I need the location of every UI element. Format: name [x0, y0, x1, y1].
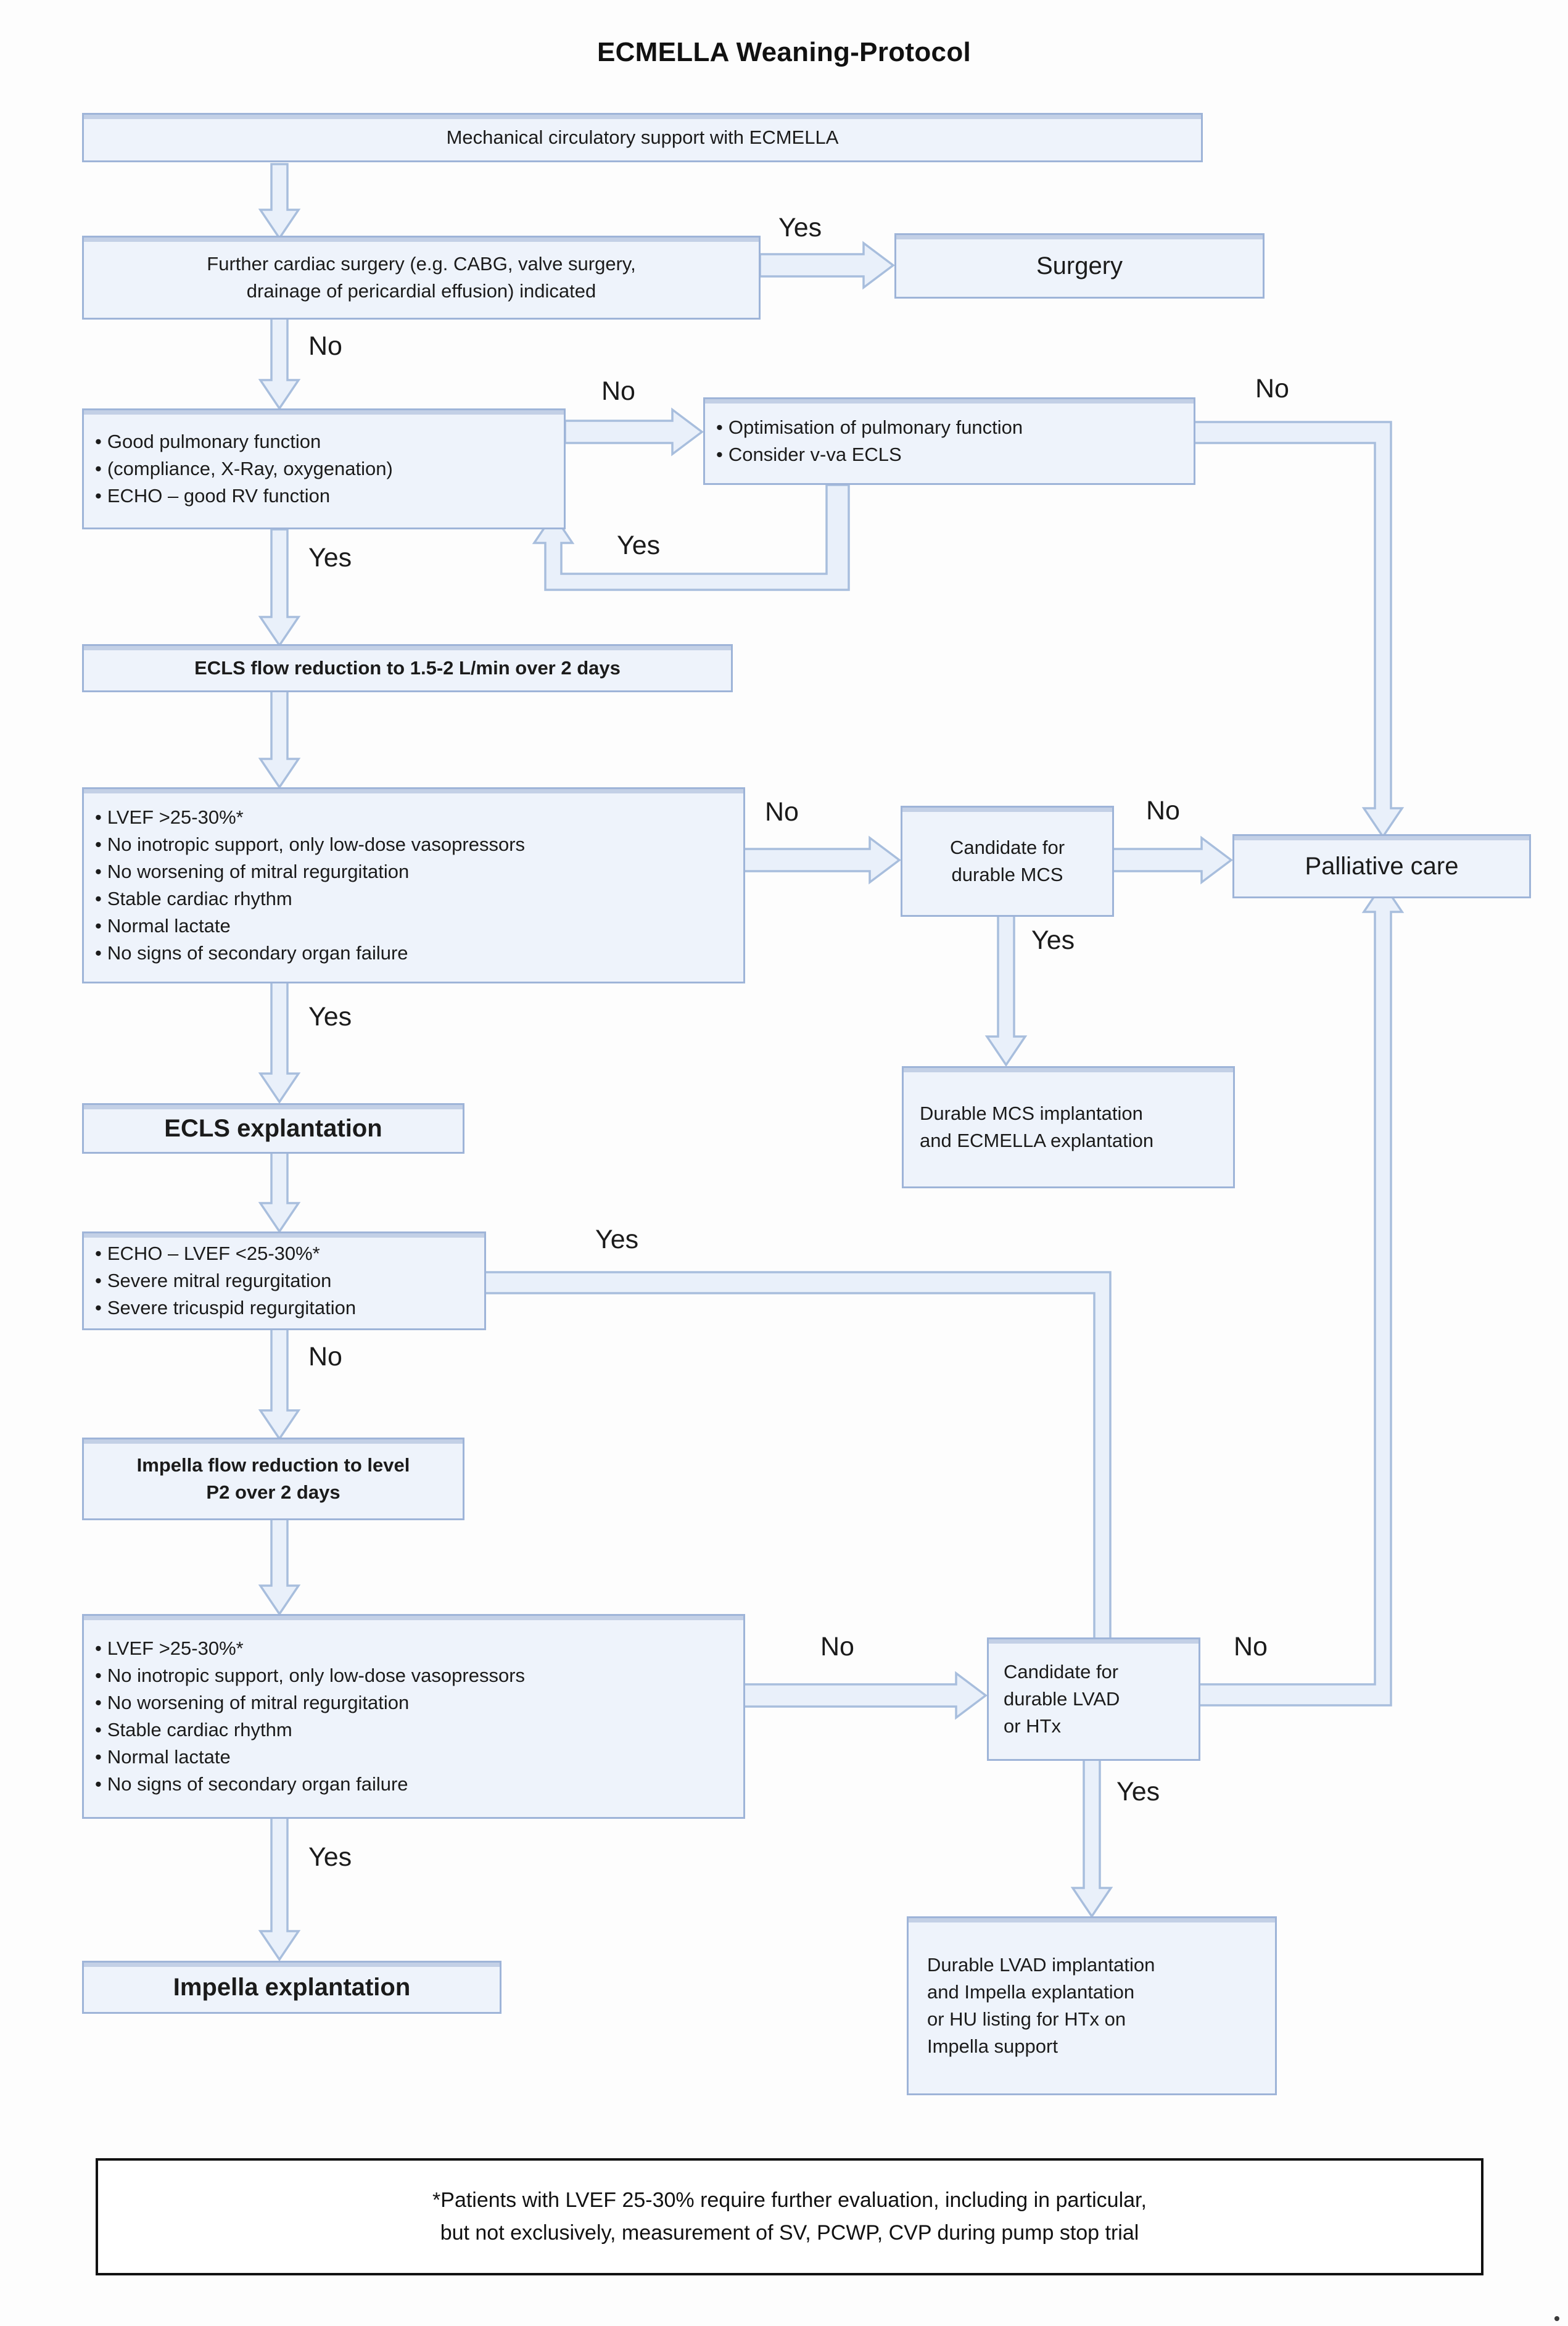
edge-candidatelvad-to-palliative: [1197, 881, 1405, 1707]
node-candidate-mcs[interactable]: Candidate for durable MCS: [901, 806, 1114, 917]
edge-surgerycheck-to-pulmonary: [258, 317, 301, 411]
node-candidate-lvad-line1: Candidate for: [1004, 1660, 1119, 1682]
node-ecls-flow[interactable]: ECLS flow reduction to 1.5-2 L/min over …: [82, 644, 733, 692]
footnote-line1: *Patients with LVEF 25-30% require furth…: [432, 2188, 1147, 2212]
node-impella-explantation-label: Impella explantation: [173, 1973, 411, 2001]
edge-label-surgery-yes: Yes: [778, 213, 822, 242]
node-pulmonary-check-bullet-0: Good pulmonary function: [95, 428, 553, 455]
node-further-surgery[interactable]: Further cardiac surgery (e.g. CABG, valv…: [82, 236, 761, 320]
node-lvef-criteria-1-bullet-4: Normal lactate: [95, 913, 732, 940]
edge-impellaflow-to-lvef2: [258, 1517, 301, 1616]
edge-label-lvef1-yes: Yes: [308, 1002, 352, 1032]
node-palliative-care-label: Palliative care: [1305, 852, 1459, 880]
edge-optimisation-loop-back: [532, 484, 850, 591]
node-durable-mcs-line2: and ECMELLA explantation: [920, 1130, 1154, 1151]
edge-label-mcs-no: No: [1146, 796, 1180, 826]
node-impella-flow-line1: Impella flow reduction to level: [136, 1454, 410, 1476]
node-durable-mcs-implantation[interactable]: Durable MCS implantation and ECMELLA exp…: [902, 1066, 1235, 1188]
node-candidate-lvad-line2: durable LVAD: [1004, 1687, 1120, 1710]
node-palliative-care[interactable]: Palliative care: [1232, 834, 1531, 898]
node-durable-lvad-line4: Impella support: [927, 2035, 1058, 2058]
node-echo-lvef-low-bullet-2: Severe tricuspid regurgitation: [95, 1294, 473, 1322]
node-durable-mcs-line1: Durable MCS implantation: [920, 1102, 1143, 1124]
edge-echolvef-to-impellaflow: [258, 1326, 301, 1441]
edge-eclsflow-to-lvef1: [258, 677, 301, 790]
edge-label-echo-yes: Yes: [595, 1225, 639, 1254]
node-echo-lvef-low[interactable]: ECHO – LVEF <25-30%* Severe mitral regur…: [82, 1231, 486, 1330]
edge-candidatemcs-to-palliative: [1112, 835, 1233, 885]
node-ecls-explantation[interactable]: ECLS explantation: [82, 1103, 464, 1154]
edge-pulmonary-to-optimisation: [564, 407, 704, 457]
edge-lvef1-to-candidatemcs: [743, 835, 901, 885]
node-pulmonary-check-bullet-2: ECHO – good RV function: [95, 482, 553, 510]
node-durable-lvad-line3: or HU listing for HTx on: [927, 2008, 1126, 2030]
edge-candidatemcs-to-durablemcs: [984, 914, 1028, 1067]
node-ecls-explantation-label: ECLS explantation: [164, 1114, 382, 1142]
node-candidate-lvad[interactable]: Candidate for durable LVAD or HTx: [987, 1637, 1200, 1761]
node-lvef-criteria-2-bullet-1: No inotropic support, only low-dose vaso…: [95, 1662, 732, 1689]
edge-lvef2-to-candidatelvad: [743, 1671, 988, 1720]
node-impella-flow-line2: P2 over 2 days: [206, 1481, 340, 1503]
edge-lvef2-to-impellaexplantation: [258, 1815, 301, 1962]
node-pulmonary-check[interactable]: Good pulmonary function (compliance, X-R…: [82, 408, 566, 529]
edge-label-surgery-no: No: [308, 331, 342, 361]
node-impella-explantation[interactable]: Impella explantation: [82, 1961, 501, 2014]
node-lvef-criteria-2-bullet-0: LVEF >25-30%*: [95, 1635, 732, 1662]
edge-echolvef-to-candidatelvad: [484, 1271, 1124, 1672]
node-lvef-criteria-1-bullet-0: LVEF >25-30%*: [95, 804, 732, 831]
node-lvef-criteria-1-bullet-2: No worsening of mitral regurgitation: [95, 858, 732, 885]
node-lvef-criteria-2[interactable]: LVEF >25-30%* No inotropic support, only…: [82, 1614, 745, 1819]
node-surgery[interactable]: Surgery: [894, 233, 1265, 299]
node-surgery-label: Surgery: [1036, 252, 1123, 279]
node-candidate-lvad-line3: or HTx: [1004, 1715, 1061, 1737]
corner-dot: [1554, 2316, 1559, 2321]
node-lvef-criteria-2-bullet-4: Normal lactate: [95, 1744, 732, 1771]
node-pulmonary-optimise-bullet-0: Optimisation of pulmonary function: [716, 414, 1182, 441]
edge-label-lvef2-no: No: [820, 1632, 854, 1662]
edge-label-pulm-yes: Yes: [308, 543, 352, 573]
node-durable-lvad-line1: Durable LVAD implantation: [927, 1953, 1155, 1976]
page-title: ECMELLA Weaning-Protocol: [596, 37, 972, 67]
node-further-surgery-line1: Further cardiac surgery (e.g. CABG, valv…: [207, 252, 636, 275]
edge-lvef1-to-eclsexplantation: [258, 980, 301, 1104]
node-candidate-mcs-line1: Candidate for: [949, 836, 1065, 858]
node-echo-lvef-low-bullet-0: ECHO – LVEF <25-30%*: [95, 1240, 473, 1267]
edge-label-lvef1-no: No: [765, 797, 799, 827]
node-mcs-support-label: Mechanical circulatory support with ECME…: [446, 126, 839, 148]
node-durable-lvad-implantation[interactable]: Durable LVAD implantation and Impella ex…: [907, 1916, 1277, 2095]
edge-label-pulm-opt-no: No: [1255, 374, 1289, 404]
node-lvef-criteria-1-bullet-3: Stable cardiac rhythm: [95, 885, 732, 913]
node-pulmonary-check-bullet-1: (compliance, X-Ray, oxygenation): [95, 455, 553, 482]
edge-candidatelvad-to-durablelvad: [1070, 1758, 1113, 1919]
edge-label-lvef2-yes: Yes: [308, 1842, 352, 1872]
node-echo-lvef-low-bullet-1: Severe mitral regurgitation: [95, 1267, 473, 1294]
edge-pulmonary-to-eclsflow: [258, 528, 301, 648]
edge-label-mcs-yes: Yes: [1031, 925, 1075, 955]
node-mcs-support[interactable]: Mechanical circulatory support with ECME…: [82, 113, 1203, 162]
node-lvef-criteria-1-bullet-1: No inotropic support, only low-dose vaso…: [95, 831, 732, 858]
edge-label-pulm-no: No: [601, 376, 635, 406]
node-lvef-criteria-1-bullet-5: No signs of secondary organ failure: [95, 940, 732, 967]
node-candidate-mcs-line2: durable MCS: [951, 864, 1063, 885]
edge-mcs-to-surgerycheck: [258, 163, 301, 241]
node-further-surgery-line2: drainage of pericardial effusion) indica…: [246, 280, 596, 302]
node-lvef-criteria-1[interactable]: LVEF >25-30%* No inotropic support, only…: [82, 787, 745, 983]
node-lvef-criteria-2-bullet-2: No worsening of mitral regurgitation: [95, 1689, 732, 1716]
node-pulmonary-optimise-bullet-1: Consider v-va ECLS: [716, 441, 1182, 468]
node-lvef-criteria-2-bullet-5: No signs of secondary organ failure: [95, 1771, 732, 1798]
node-pulmonary-optimise[interactable]: Optimisation of pulmonary function Consi…: [703, 397, 1195, 485]
node-durable-lvad-line2: and Impella explantation: [927, 1980, 1135, 2003]
node-lvef-criteria-2-bullet-3: Stable cardiac rhythm: [95, 1716, 732, 1744]
node-ecls-flow-label: ECLS flow reduction to 1.5-2 L/min over …: [194, 656, 621, 679]
edge-optimisation-to-palliative: [1193, 421, 1405, 839]
edge-label-pulm-loop-yes: Yes: [617, 531, 661, 560]
footnote-line2: but not exclusively, measurement of SV, …: [440, 2221, 1139, 2245]
edge-surgerycheck-to-surgery: [759, 241, 895, 290]
footnote-box: *Patients with LVEF 25-30% require furth…: [96, 2158, 1483, 2275]
node-impella-flow[interactable]: Impella flow reduction to level P2 over …: [82, 1438, 464, 1520]
edge-label-lvad-no: No: [1234, 1632, 1268, 1662]
edge-label-lvad-yes: Yes: [1116, 1777, 1160, 1807]
edge-label-echo-no: No: [308, 1342, 342, 1372]
